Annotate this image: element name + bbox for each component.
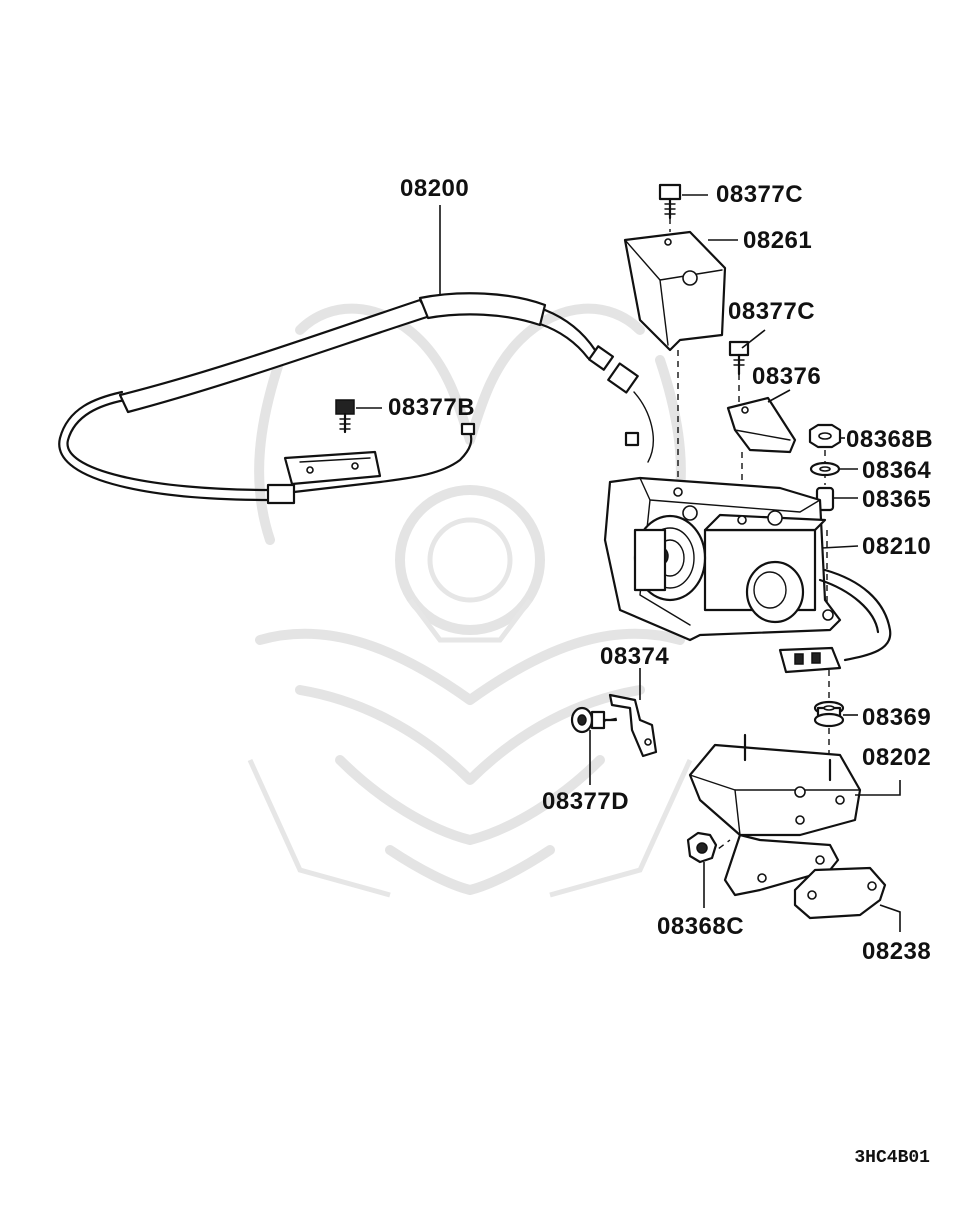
clip-bracket-08374 [608, 693, 658, 758]
grommet-08369 [813, 700, 845, 728]
bracket-08376 [726, 396, 797, 454]
part-label-08376: 08376 [752, 363, 822, 390]
part-label-08369: 08369 [862, 704, 932, 731]
nut-08368C [686, 831, 718, 864]
part-label-08365: 08365 [862, 486, 932, 513]
leader-lines [356, 194, 901, 932]
part-label-08238: 08238 [862, 938, 932, 965]
actuator-08210 [603, 476, 892, 674]
part-label-08377D: 08377D [542, 788, 630, 815]
watermark-emblem [247, 303, 693, 898]
part-label-08200: 08200 [400, 175, 470, 202]
part-label-08202: 08202 [862, 744, 932, 771]
part-label-08377C-mid: 08377C [728, 298, 816, 325]
part-label-08368B: 08368B [846, 426, 934, 453]
control-cable-08200 [58, 292, 654, 505]
part-label-08368C: 08368C [657, 913, 745, 940]
mount-bracket-08202 [688, 733, 862, 897]
plate-08238 [793, 866, 887, 920]
bolt-08377C-mid [728, 340, 750, 376]
drawing-code: 3HC4B01 [854, 1148, 930, 1168]
part-label-08210: 08210 [862, 533, 932, 560]
screw-08377D [570, 706, 618, 734]
bolt-08377B [335, 399, 355, 434]
part-label-08364: 08364 [862, 457, 932, 484]
part-label-08374: 08374 [600, 643, 670, 670]
bracket-08261 [623, 230, 727, 352]
part-label-08261: 08261 [743, 227, 813, 254]
bolt-08377C-top [658, 183, 682, 220]
part-label-08377C-top: 08377C [716, 181, 804, 208]
part-label-08377B: 08377B [388, 394, 476, 421]
